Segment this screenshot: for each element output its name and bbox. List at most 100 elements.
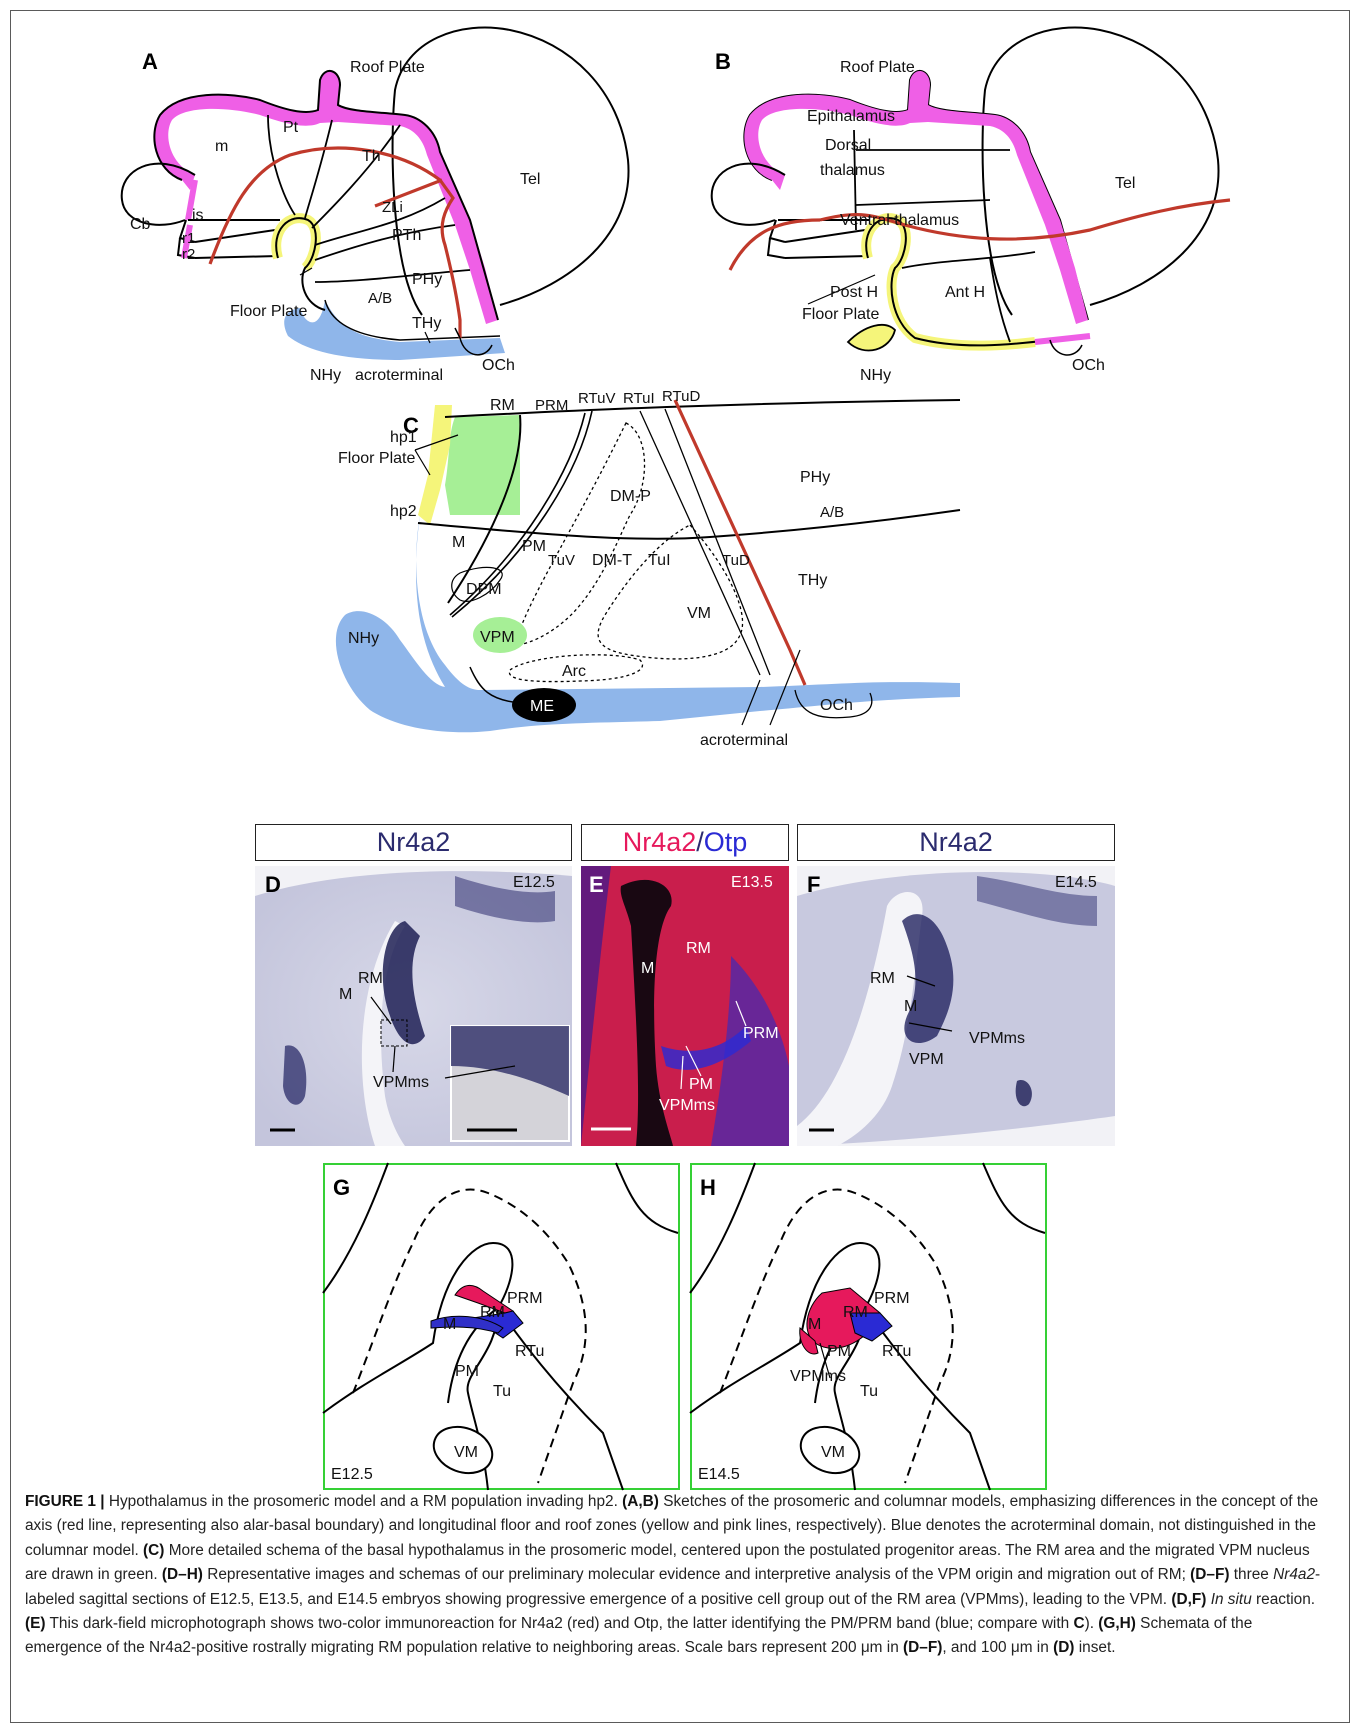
label-och: OCh xyxy=(1072,357,1105,374)
label-rtud: RTuD xyxy=(662,388,701,405)
label-m: M xyxy=(808,1316,821,1333)
label-m: M xyxy=(443,1316,456,1333)
label-dmt: DM-T xyxy=(592,552,632,569)
label-cb: Cb xyxy=(130,216,151,233)
label-dpm: DPM xyxy=(466,581,502,598)
caption-ref-gh: (G,H) xyxy=(1098,1615,1136,1632)
caption-s7: This dark-field microphotograph shows tw… xyxy=(46,1615,1074,1632)
label-roof-plate: Roof Plate xyxy=(350,59,425,76)
caption-s10: , and 100 μm in xyxy=(942,1639,1053,1656)
label-vpmms: VPMms xyxy=(373,1074,429,1091)
panel-h-letter: H xyxy=(700,1175,716,1200)
label-ab: A/B xyxy=(820,504,844,521)
label-vpm: VPM xyxy=(909,1051,944,1068)
label-floor-plate: Floor Plate xyxy=(230,303,307,320)
panel-f-stage: E14.5 xyxy=(1055,874,1097,891)
label-pm: PM xyxy=(689,1076,713,1093)
label-hp2: hp2 xyxy=(390,503,417,520)
label-tel: Tel xyxy=(520,171,540,188)
label-phy: PHy xyxy=(412,271,442,288)
label-rm: RM xyxy=(358,970,383,987)
label-prm: PRM xyxy=(743,1025,779,1042)
caption-s6-italic: In situ xyxy=(1206,1591,1251,1608)
label-r1: r1 xyxy=(182,230,195,247)
panel-b: B Roof Plate Epithalamus Dorsal thalamus… xyxy=(690,20,1250,400)
label-pm: PM xyxy=(455,1363,479,1380)
panel-e-micrograph: E E13.5 M RM PRM PM VPMms xyxy=(581,866,789,1146)
label-prm: PRM xyxy=(535,397,568,414)
label-rm: RM xyxy=(480,1304,505,1321)
label-vpm: VPM xyxy=(480,629,515,646)
roof-plate-band xyxy=(744,71,1088,324)
label-och: OCh xyxy=(820,697,853,714)
caption-s1: Hypothalamus in the prosomeric model and… xyxy=(105,1493,623,1510)
label-ab: A/B xyxy=(368,290,392,307)
label-rm: RM xyxy=(686,940,711,957)
label-vpmms: VPMms xyxy=(790,1368,846,1385)
label-m: M xyxy=(339,986,352,1003)
label-zli: ZLi xyxy=(382,199,403,216)
panel-c: C RM PRM RTuV RTuI RTuD hp1 Floor Plate … xyxy=(330,405,970,805)
label-vm: VM xyxy=(454,1444,478,1461)
label-rm: RM xyxy=(843,1304,868,1321)
caption-ref-ab: (A,B) xyxy=(622,1493,659,1510)
figure-caption: FIGURE 1 | Hypothalamus in the prosomeri… xyxy=(25,1490,1330,1661)
label-pm: PM xyxy=(522,538,546,555)
roof-plate-band xyxy=(154,71,498,324)
label-tu: Tu xyxy=(493,1383,511,1400)
label-floor-plate: Floor Plate xyxy=(338,450,415,467)
label-m: m xyxy=(215,138,228,155)
label-pth: PTh xyxy=(392,227,421,244)
label-rm: RM xyxy=(870,970,895,987)
caption-ref-d: (D) xyxy=(1053,1639,1074,1656)
label-tu: Tu xyxy=(860,1383,878,1400)
panel-d-letter: D xyxy=(265,872,281,897)
label-pt: Pt xyxy=(283,119,299,136)
caption-s11: inset. xyxy=(1074,1639,1115,1656)
label-m: M xyxy=(904,998,917,1015)
rm-green-region xyxy=(445,415,520,515)
label-ant-h: Ant H xyxy=(945,284,985,301)
caption-s5-italic: Nr4a2 xyxy=(1273,1566,1315,1583)
panel-a-letter: A xyxy=(142,49,158,74)
axis-red-line xyxy=(675,400,805,685)
label-prm: PRM xyxy=(507,1290,543,1307)
panel-d-title: Nr4a2 xyxy=(255,824,572,861)
label-me: ME xyxy=(530,698,554,715)
label-tul: TuI xyxy=(648,552,671,569)
caption-ref-dh: (D–H) xyxy=(162,1566,203,1583)
panel-e-title-sep: / xyxy=(696,827,704,857)
label-rtuv: RTuV xyxy=(578,390,616,407)
panel-b-letter: B xyxy=(715,49,731,74)
label-acroterminal: acroterminal xyxy=(700,732,788,749)
panel-g-letter: G xyxy=(333,1175,350,1200)
panel-h: H E14.5 PRM RM M PM RTu VPMms Tu VM xyxy=(690,1163,1047,1490)
label-tud: TuD xyxy=(722,552,750,569)
acroterminal-band xyxy=(336,515,960,732)
label-dorsal: Dorsal xyxy=(825,137,871,154)
panel-d-micrograph: D E12.5 RM M VPMms xyxy=(255,866,572,1146)
label-rtu: RTu xyxy=(515,1343,544,1360)
panel-h-stage: E14.5 xyxy=(698,1466,740,1483)
label-tuv: TuV xyxy=(548,552,575,569)
label-phy: PHy xyxy=(800,469,830,486)
label-thy: THy xyxy=(798,572,827,589)
label-nhy: NHy xyxy=(860,367,891,384)
caption-ref-e: (E) xyxy=(25,1615,46,1632)
label-rtu: RTu xyxy=(882,1343,911,1360)
label-arc: Arc xyxy=(562,663,586,680)
caption-fig-label: FIGURE 1 | xyxy=(25,1493,105,1510)
panel-e-title-red: Nr4a2 xyxy=(623,827,697,857)
label-post-h: Post H xyxy=(830,284,878,301)
panel-d-stage: E12.5 xyxy=(513,874,555,891)
caption-ref-df2: (D,F) xyxy=(1171,1591,1206,1608)
label-vm: VM xyxy=(821,1444,845,1461)
label-epithalamus: Epithalamus xyxy=(807,108,895,125)
caption-s5a: three xyxy=(1229,1566,1273,1583)
panel-f-title: Nr4a2 xyxy=(797,824,1115,861)
panel-g: G E12.5 PRM RM M RTu PM Tu VM xyxy=(323,1163,680,1490)
label-nhy: NHy xyxy=(348,630,379,647)
panel-e-letter: E xyxy=(589,872,604,897)
label-ventral-thalamus: Ventral thalamus xyxy=(840,212,959,229)
panel-f-letter: F xyxy=(807,872,820,897)
